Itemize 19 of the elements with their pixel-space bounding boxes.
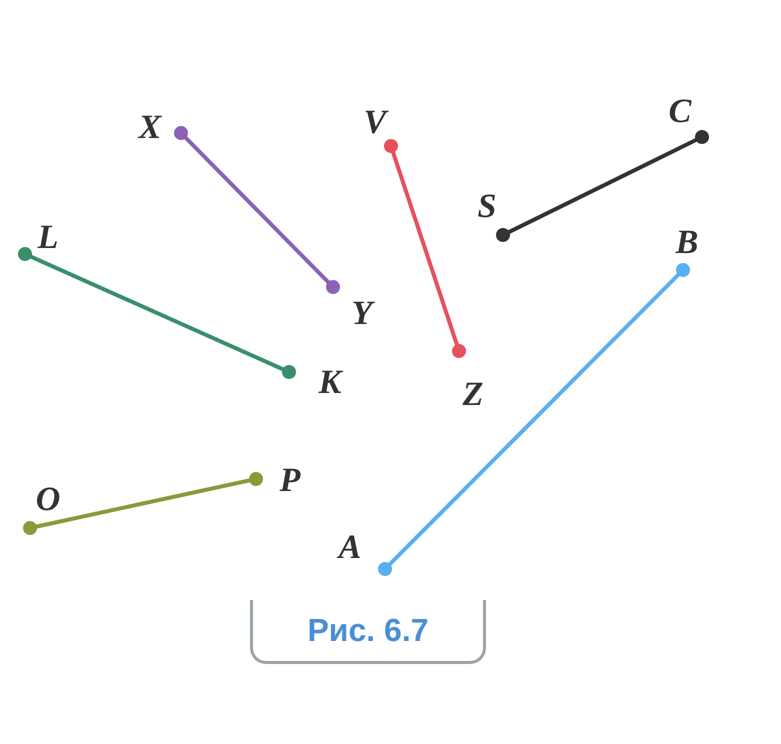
point-label: X xyxy=(136,111,163,145)
point-label: A xyxy=(336,531,362,565)
line-segment xyxy=(496,130,709,242)
point-label: Y xyxy=(348,297,376,331)
line-segment xyxy=(384,139,466,358)
point-label: Z xyxy=(462,378,484,412)
point-label: S xyxy=(476,190,498,224)
figure-caption: Рис. 6.7 xyxy=(250,600,486,664)
point-label: V xyxy=(362,106,389,140)
point-label: L xyxy=(36,221,60,255)
point-label: P xyxy=(278,464,302,498)
line-segment xyxy=(23,472,263,535)
line-segment xyxy=(378,263,690,576)
line-segment xyxy=(18,247,296,379)
point-label: B xyxy=(674,226,700,260)
point-label: K xyxy=(317,366,344,400)
point-label: O xyxy=(34,483,62,517)
line-segment xyxy=(174,126,340,294)
point-label: C xyxy=(668,95,692,129)
